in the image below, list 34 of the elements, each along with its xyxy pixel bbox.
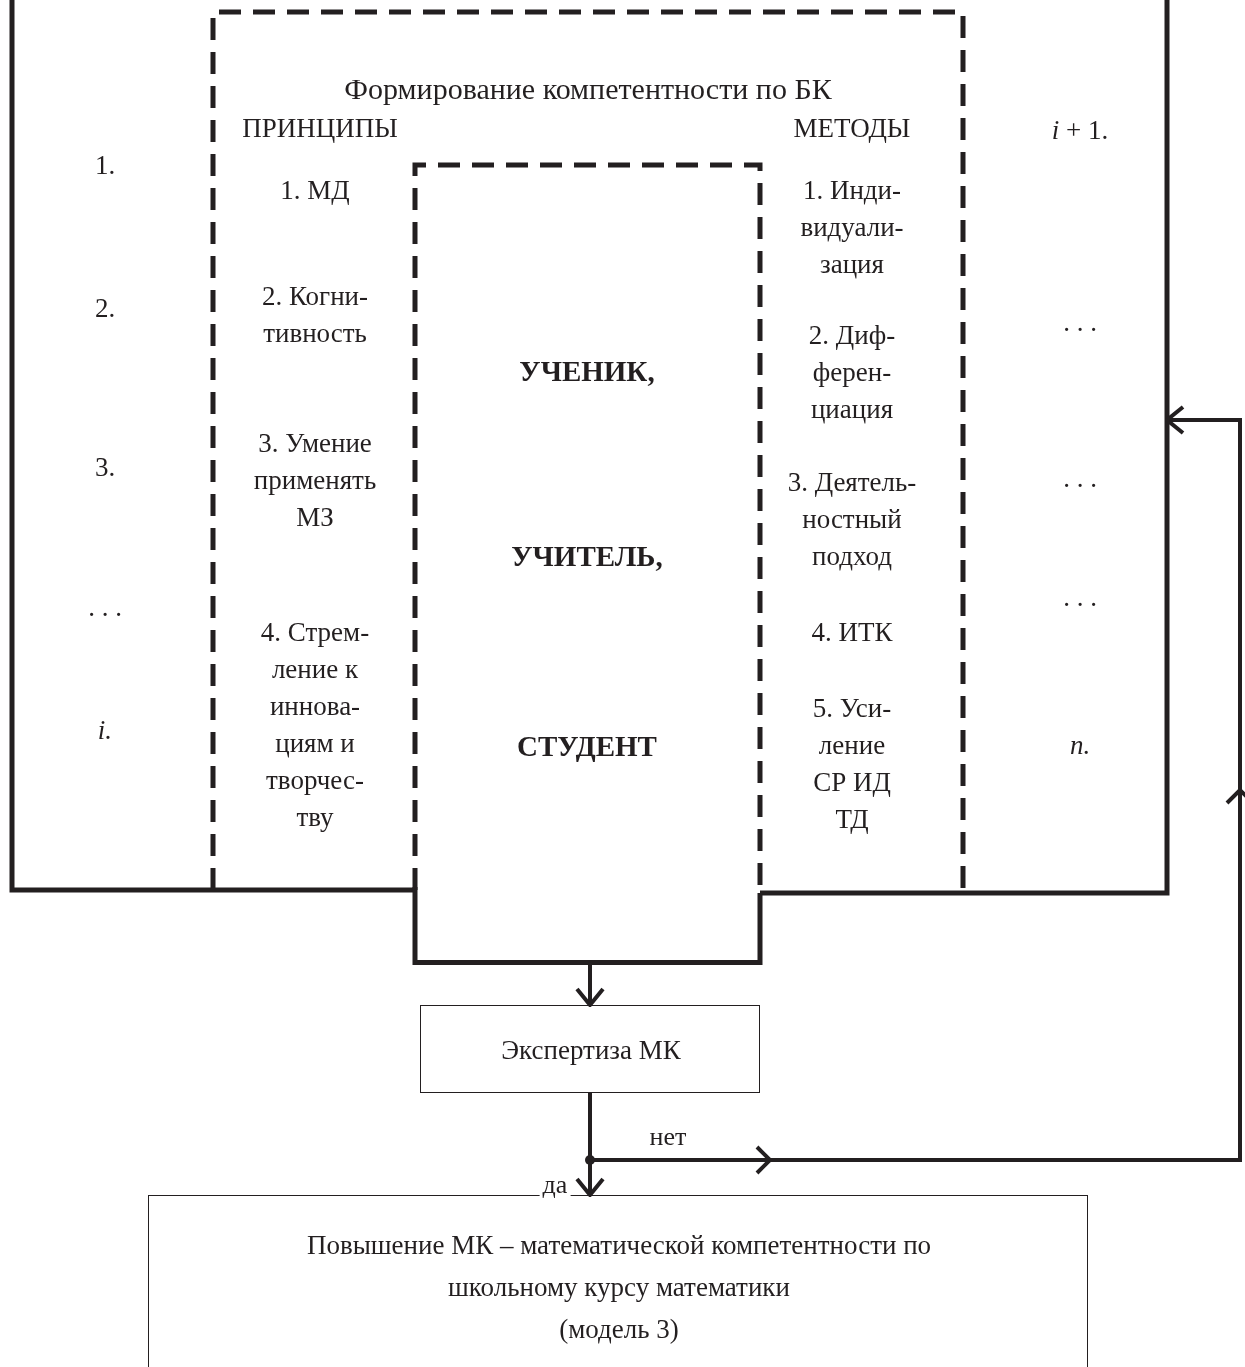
outer-frame [12, 0, 1167, 965]
role-text: УЧИТЕЛЬ, [510, 539, 664, 574]
list-item: 1. Инди- видуали- зация [799, 174, 905, 281]
list-number: i + 1. [1050, 114, 1110, 147]
role-text: СТУДЕНТ [516, 729, 658, 764]
ellipsis: . . . [1062, 462, 1098, 495]
list-item: 2. Диф- ферен- циация [807, 319, 897, 426]
list-item: 5. Уси- ление СР ИД ТД [811, 692, 893, 836]
dashed-frame [213, 12, 963, 890]
list-number: 3. [93, 451, 117, 484]
list-number: n. [1068, 729, 1092, 762]
column-heading: МЕТОДЫ [792, 112, 912, 145]
list-item: 4. ИТК [810, 616, 894, 649]
dashed-box [415, 165, 760, 965]
box-text: (модель 3) [558, 1313, 680, 1346]
ellipsis: . . . [87, 591, 123, 624]
arrow [575, 965, 605, 1007]
role-text: УЧЕНИК, [518, 354, 656, 389]
column-heading: ПРИНЦИПЫ [241, 112, 399, 145]
frame-title: Формирование компетентности по БК [343, 71, 833, 107]
ellipsis: . . . [1062, 581, 1098, 614]
list-number: 1. [93, 149, 117, 182]
list-item: 4. Стрем- ление к иннова- циям и творчес- тву [259, 616, 371, 834]
list-item: 3. Умение применять МЗ [252, 427, 378, 534]
box-text: Экспертиза МК [500, 1034, 682, 1067]
list-item: 3. Деятель- ностный подход [786, 466, 918, 573]
arrow [588, 405, 1245, 1175]
list-item: 1. МД [279, 174, 351, 207]
list-number: i. [96, 714, 114, 747]
list-number: 2. [93, 292, 117, 325]
process-box [420, 1005, 760, 1093]
list-item: 2. Когни- тивность [260, 280, 370, 350]
ellipsis: . . . [1062, 306, 1098, 339]
box-text: Повышение МК – математической компетентности по школьному курсу математики [305, 1229, 933, 1304]
